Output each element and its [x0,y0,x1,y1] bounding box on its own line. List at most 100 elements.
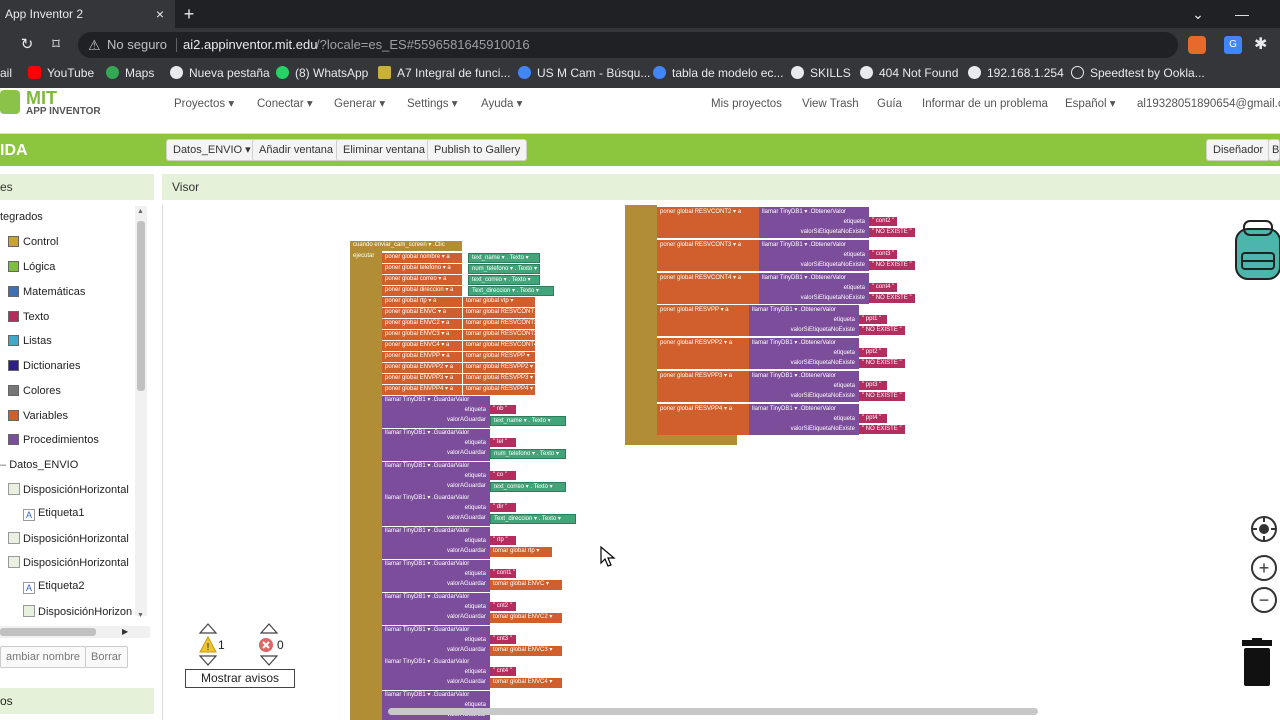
menu-language[interactable]: Español ▾ [1065,98,1116,110]
variable-getter-block[interactable]: tomar global RESVPP ▾ [463,352,535,362]
set-variable-block[interactable]: poner global ENVPP ▾ a [382,352,462,362]
menu-connect[interactable]: Conectar ▾ [257,98,313,110]
builtin-tree-node[interactable]: tegrados [0,211,43,223]
bookmark-item-404[interactable]: 404 Not Found [860,62,958,88]
menu-help[interactable]: Ayuda ▾ [481,98,523,110]
workspace-horizontal-scrollbar[interactable] [388,708,1038,715]
designer-button[interactable]: Diseñador [1206,139,1271,161]
category-variables[interactable]: Variables [8,410,68,422]
category-math[interactable]: Matemáticas [8,286,85,298]
bookmark-item-youtube[interactable]: YouTube [28,62,94,88]
category-lists[interactable]: Listas [8,335,52,347]
warning-icon[interactable]: ⚠ [88,37,101,53]
tree-scrollbar-thumb[interactable] [137,221,145,391]
tab-search-icon[interactable]: ⌄ [1192,6,1204,22]
text-tag-block[interactable]: " cnt2 " [490,601,516,611]
zoom-out-icon[interactable]: − [1251,587,1277,613]
screen-selector[interactable]: Datos_ENVIO ▾ [166,139,258,161]
variable-getter-block[interactable]: tomar global rtp ▾ [490,547,552,558]
set-variable-block[interactable]: poner global rtp ▾ a [382,297,462,307]
brave-shield-icon[interactable] [1188,36,1206,54]
text-tag-block[interactable]: " dir " [490,503,516,513]
backpack-icon[interactable] [1230,219,1280,281]
bookmark-item-whatsapp[interactable]: (8) WhatsApp [276,62,368,88]
link-view-trash[interactable]: View Trash [802,98,859,110]
text-tag-block[interactable]: " ppt4 " [859,413,887,423]
component-getter-block[interactable]: text_correo ▾ . Texto ▾ [490,481,566,492]
set-variable-block[interactable]: poner global ENVC4 ▾ a [382,341,462,351]
text-tag-block[interactable]: " tel " [490,437,516,447]
translate-icon[interactable]: G [1224,36,1242,54]
text-default-block[interactable]: " NO EXISTE " [869,260,915,270]
set-variable-block[interactable]: poner global direccion ▾ a [382,286,462,296]
variable-getter-block[interactable]: tomar global ENVC3 ▾ [490,645,562,656]
error-prev-icon[interactable] [260,622,278,634]
scroll-up-icon[interactable]: ▲ [137,208,144,215]
component-getter-block[interactable]: Text_direccion ▾ . Texto ▾ [490,514,576,525]
scroll-down-icon[interactable]: ▼ [137,612,144,619]
rename-button[interactable]: ambiar nombre [0,646,86,668]
text-default-block[interactable]: " NO EXISTE " [859,392,905,401]
new-tab-button[interactable]: + [183,4,195,24]
variable-getter-block[interactable]: tomar global vtp ▾ [463,297,535,307]
menu-build[interactable]: Generar ▾ [334,98,386,110]
text-tag-block[interactable]: " cnt4 " [490,667,516,677]
minimize-icon[interactable]: — [1235,6,1249,22]
variable-getter-block[interactable]: tomar global ENVC4 ▾ [490,678,562,689]
category-colors[interactable]: Colores [8,385,61,397]
text-tag-block[interactable]: " cont2 " [869,217,897,226]
variable-getter-block[interactable]: tomar global RESVPP3 ▾ [463,374,535,384]
variable-getter-block[interactable]: tomar global RESVCONT2 ▾ [463,319,535,329]
component-horizontal-2[interactable]: DisposiciónHorizontal [8,532,129,545]
add-screen-button[interactable]: Añadir ventana [252,139,340,161]
trash-icon[interactable] [1240,638,1274,688]
menu-settings[interactable]: Settings ▾ [407,98,458,110]
event-block-header[interactable]: cuando enviar_cam_screen ▾ .Clic [350,241,462,251]
recenter-icon[interactable] [1251,516,1277,542]
browser-tab[interactable]: App Inventor 2 [0,0,175,28]
set-variable-block[interactable]: poner global ENVC3 ▾ a [382,330,462,340]
component-getter-block[interactable]: num_telefono ▾ . Texto ▾ [490,448,566,459]
text-default-block[interactable]: " NO EXISTE " [869,228,915,237]
component-getter-block[interactable]: text_name ▾ . Texto ▾ [468,253,540,263]
reload-icon[interactable]: ↻ [20,36,34,53]
component-getter-block[interactable]: text_correo ▾ . Texto ▾ [468,275,540,285]
publish-gallery-button[interactable]: Publish to Gallery [427,139,528,161]
component-getter-block[interactable]: text_name ▾ . Texto ▾ [490,416,566,426]
component-getter-block[interactable]: num_telefono ▾ . Texto ▾ [468,264,540,274]
bookmark-item-speedtest[interactable]: Speedtest by Ookla... [1071,62,1205,88]
text-default-block[interactable]: " NO EXISTE " [859,326,905,336]
warning-next-icon[interactable] [199,655,217,667]
variable-getter-block[interactable]: tomar global ENVC ▾ [490,580,562,590]
component-horizontal-4[interactable]: DisposiciónHorizon [23,605,132,618]
extensions-icon[interactable]: ✱ [1254,36,1268,53]
set-variable-block[interactable]: poner global ENVC2 ▾ a [382,319,462,329]
bookmark-icon[interactable]: ⌑ [52,36,60,53]
component-horizontal-1[interactable]: DisposiciónHorizontal [8,483,129,496]
text-default-block[interactable]: " NO EXISTE " [859,359,905,369]
component-getter-block[interactable]: Text_direccion ▾ . Texto ▾ [468,286,554,296]
menu-projects[interactable]: Proyectos ▾ [174,98,235,110]
component-horizontal-3[interactable]: DisposiciónHorizontal [8,556,129,569]
text-tag-block[interactable]: " co " [490,470,516,480]
set-variable-block[interactable]: poner global correo ▾ a [382,275,462,285]
text-default-block[interactable]: " NO EXISTE " [869,293,915,303]
link-my-projects[interactable]: Mis proyectos [711,98,782,110]
variable-getter-block[interactable]: tomar global RESVCONT ▾ [463,308,535,318]
text-tag-block[interactable]: " ppt3 " [859,381,887,390]
bookmark-item-google-search[interactable]: US M Cam - Búsqu... [518,62,650,88]
text-tag-block[interactable]: " cont4 " [869,282,897,292]
scroll-right-icon[interactable]: ▶ [122,627,129,636]
text-tag-block[interactable]: " rtp " [490,536,516,546]
variable-getter-block[interactable]: tomar global RESVPP2 ▾ [463,363,535,373]
set-variable-block[interactable]: poner global ENVC ▾ a [382,308,462,318]
set-variable-block[interactable]: poner global nombre ▾ a [382,253,462,263]
category-procedures[interactable]: Procedimientos [8,434,99,446]
bookmark-item-router[interactable]: 192.168.1.254 [968,62,1064,88]
delete-button[interactable]: Borrar [85,646,128,668]
category-control[interactable]: Control [8,236,58,248]
